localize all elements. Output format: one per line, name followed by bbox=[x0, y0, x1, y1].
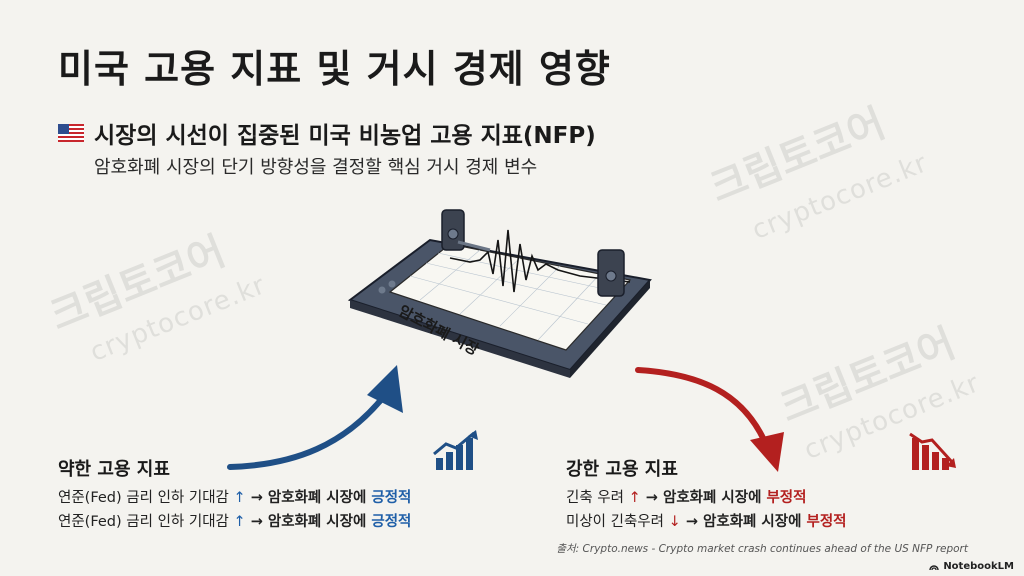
weak-section-title: 약한 고용 지표 bbox=[58, 459, 170, 480]
up-arrow-icon: ↑ bbox=[233, 514, 246, 530]
source-citation: 출처: Crypto.news - Crypto market crash co… bbox=[556, 543, 968, 555]
down-arrow-icon: ↓ bbox=[668, 514, 681, 530]
brand-name: NotebookLM bbox=[943, 561, 1014, 572]
page-title: 미국 고용 지표 및 거시 경제 영향 bbox=[58, 47, 611, 91]
bar-chart-up-icon bbox=[433, 430, 478, 470]
blue-curved-arrow bbox=[227, 365, 403, 470]
strong-line-1: 긴축 우려 ↑ → 암호화폐 시장에 부정적 bbox=[566, 490, 807, 506]
strong-section-title: 강한 고용 지표 bbox=[566, 459, 678, 480]
bar-chart-down-icon bbox=[909, 432, 956, 470]
brand-badge: NotebookLM bbox=[929, 561, 1014, 572]
up-arrow-icon: ↑ bbox=[628, 490, 641, 506]
red-curved-arrow bbox=[635, 367, 784, 472]
weak-line-1: 연준(Fed) 금리 인하 기대감 ↑ → 암호화폐 시장에 긍정적 bbox=[58, 490, 412, 506]
description: 암호화폐 시장의 단기 방향성을 결정할 핵심 거시 경제 변수 bbox=[94, 157, 538, 178]
notebooklm-logo-icon bbox=[929, 564, 940, 570]
subtitle-row: 시장의 시선이 집중된 미국 비농업 고용 지표(NFP) bbox=[58, 116, 596, 150]
seismograph-illustration bbox=[347, 209, 652, 378]
strong-line-2: 미상이 긴축우려 ↓ → 암호화폐 시장에 부정적 bbox=[566, 514, 847, 530]
us-flag-icon bbox=[58, 124, 84, 142]
up-arrow-icon: ↑ bbox=[233, 490, 246, 506]
subtitle: 시장의 시선이 집중된 미국 비농업 고용 지표(NFP) bbox=[94, 123, 596, 149]
weak-line-2: 연준(Fed) 금리 인하 기대감 ↑ → 암호화폐 시장에 긍정적 bbox=[58, 514, 412, 530]
